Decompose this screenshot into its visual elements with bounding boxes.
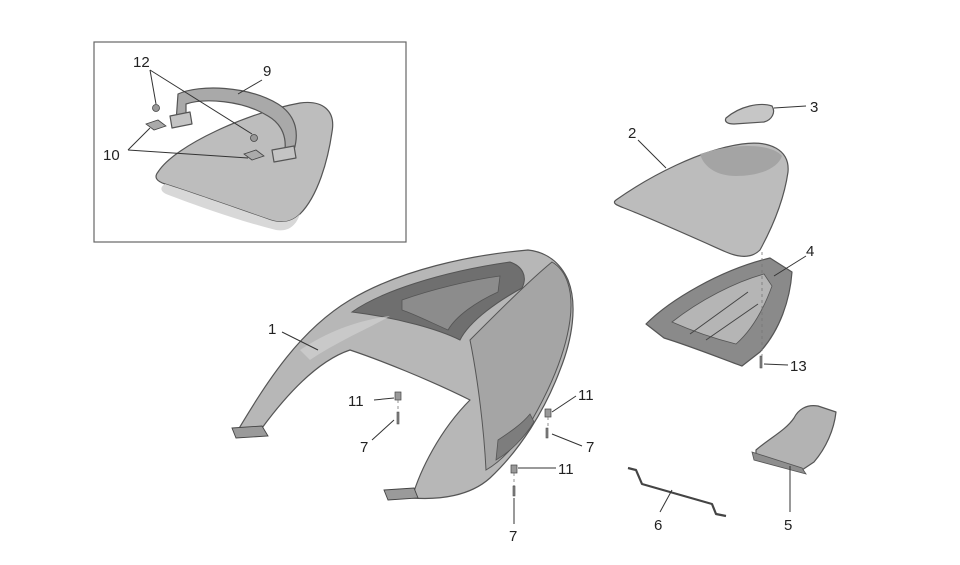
callout-3: 3	[810, 99, 818, 116]
rod-part-6	[627, 466, 727, 518]
callout-7-b: 7	[586, 439, 594, 456]
callout-2: 2	[628, 125, 636, 142]
inset-washer-b	[243, 149, 265, 161]
inset-seat-edge	[161, 184, 300, 231]
callout-1: 1	[268, 321, 276, 338]
inset-callout-10: 10	[103, 147, 120, 164]
inset-handle-bracket-2	[271, 145, 297, 163]
callout-4: 4	[806, 243, 814, 260]
fasteners	[394, 355, 763, 497]
callout-6: 6	[654, 517, 662, 534]
callout-7-a: 7	[360, 439, 368, 456]
inset-callout-9: 9	[263, 63, 271, 80]
screw-7-b	[545, 427, 549, 439]
inset-washer-a	[145, 119, 167, 131]
fairing-lower-trim	[495, 413, 535, 461]
screw-13	[759, 355, 763, 369]
inset-panel: 12 9 10	[93, 41, 407, 243]
callout-11-a: 11	[348, 393, 364, 410]
tray-part-5	[751, 405, 837, 475]
inset-handle-bracket	[169, 111, 193, 129]
subframe-part-4	[645, 257, 793, 367]
leader-lines	[281, 105, 807, 524]
callout-13: 13	[790, 358, 807, 375]
fairing-tab-left	[231, 425, 269, 439]
inset-callout-12: 12	[133, 54, 150, 71]
tray-rim	[751, 451, 807, 475]
tail-fairing-part-1	[231, 249, 574, 501]
subframe-inner	[671, 273, 773, 345]
screw-7-a	[396, 411, 400, 425]
subframe-rib	[689, 291, 759, 341]
clip-11-c	[510, 464, 518, 474]
fairing-highlight	[300, 316, 390, 360]
callout-11-b: 11	[578, 387, 594, 404]
fairing-right-panel	[469, 261, 572, 471]
seat-pad-part-2	[613, 142, 789, 257]
clip-11-a	[394, 391, 402, 401]
fairing-inner-frame	[401, 275, 501, 331]
callout-7-c: 7	[509, 528, 517, 545]
inset-screw-a	[152, 104, 160, 112]
seat-pad-recess	[700, 146, 782, 176]
inset-screw-b	[250, 134, 258, 142]
screw-7-c	[512, 485, 516, 497]
fairing-tab-bottom	[383, 487, 419, 501]
badge-part-3	[724, 103, 775, 125]
callout-11-c: 11	[558, 461, 574, 478]
callout-5: 5	[784, 517, 792, 534]
clip-11-b	[544, 408, 552, 418]
